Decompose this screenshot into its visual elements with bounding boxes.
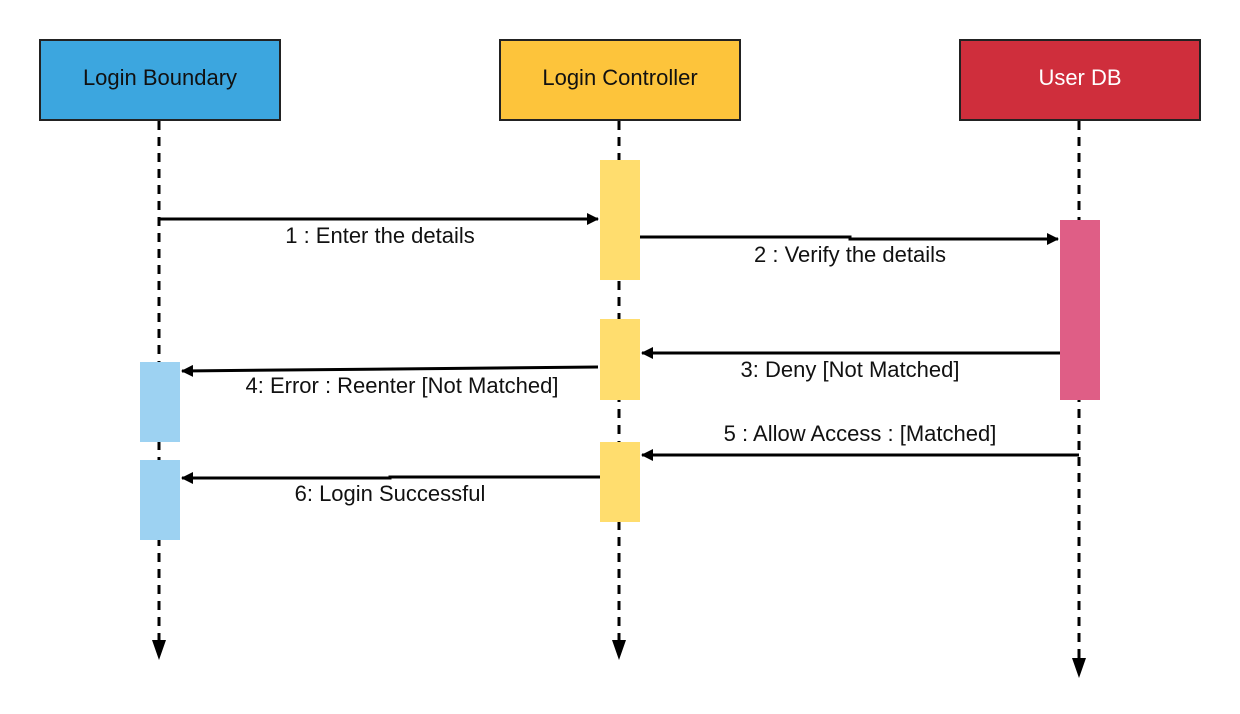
participant-label: User DB [1038, 65, 1121, 90]
activation-bar-db [1060, 220, 1100, 400]
message-label: 3: Deny [Not Matched] [741, 357, 960, 382]
lifeline-end-arrow-boundary [152, 640, 166, 660]
participant-login-boundary: Login Boundary [39, 39, 281, 121]
activation-bar-boundary [140, 362, 180, 442]
message-label: 4: Error : Reenter [Not Matched] [245, 373, 558, 398]
message-label: 2 : Verify the details [754, 242, 946, 267]
activation-bar-controller [600, 160, 640, 280]
message-4: 4: Error : Reenter [Not Matched] [181, 364, 599, 398]
participant-label: Login Boundary [83, 65, 237, 90]
message-label: 5 : Allow Access : [Matched] [724, 421, 997, 446]
message-label: 6: Login Successful [295, 481, 486, 506]
message-1: 1 : Enter the details [159, 213, 599, 248]
message-3: 3: Deny [Not Matched] [641, 347, 1060, 382]
participant-user-db: User DB [959, 39, 1201, 121]
lifeline-end-arrow-controller [612, 640, 626, 660]
lifeline-end-arrow-db [1072, 658, 1086, 678]
activation-bar-boundary [140, 460, 180, 540]
participant-login-controller: Login Controller [499, 39, 741, 121]
activation-bar-controller [600, 319, 640, 400]
activation-bar-controller [600, 442, 640, 522]
message-5: 5 : Allow Access : [Matched] [641, 421, 1079, 461]
message-label: 1 : Enter the details [285, 223, 475, 248]
participant-label: Login Controller [542, 65, 697, 90]
message-2: 2 : Verify the details [640, 233, 1059, 267]
message-6: 6: Login Successful [181, 472, 600, 506]
